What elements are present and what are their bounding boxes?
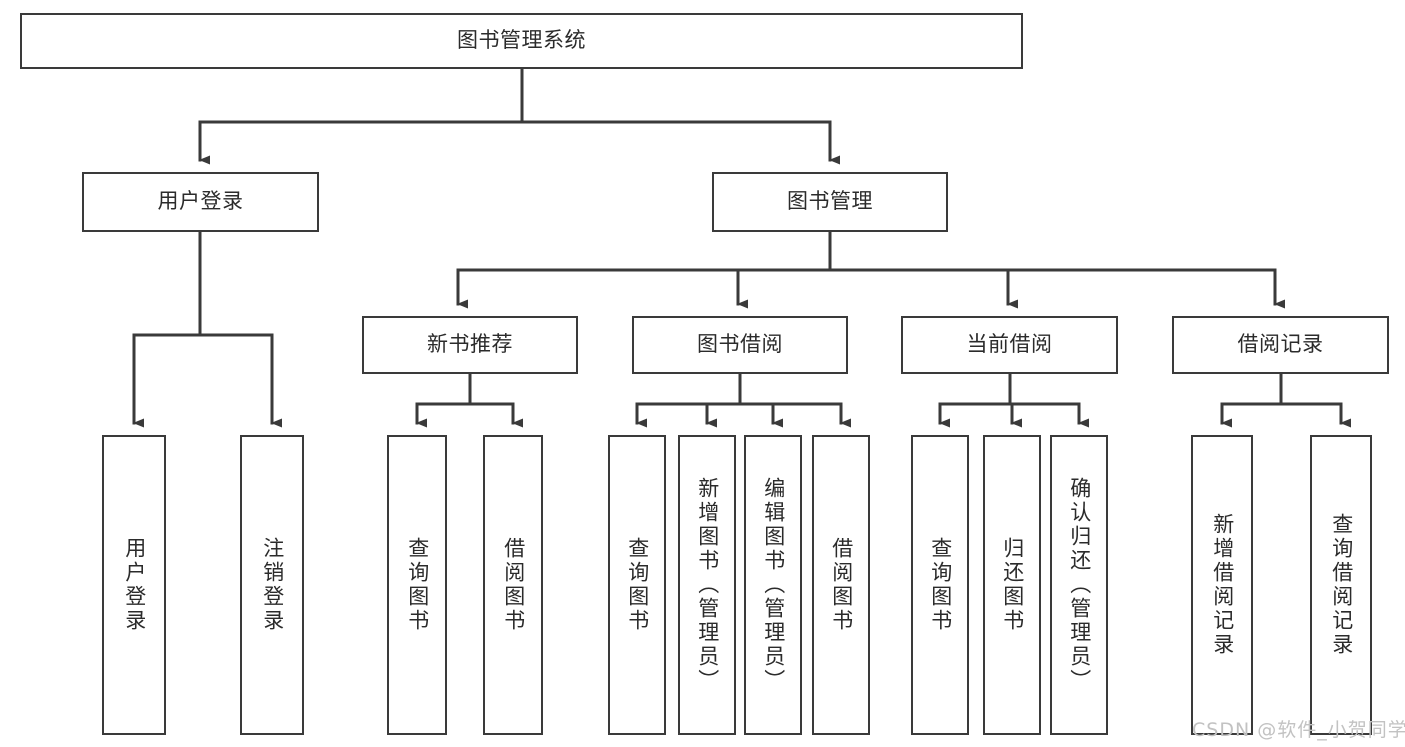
node-book-manage[interactable]: 图书管理 — [712, 172, 948, 232]
node-book-borrow-label: 图书借阅 — [697, 332, 783, 357]
node-leaf-edit-book[interactable]: 编辑图书（管理员） — [744, 435, 802, 735]
node-leaf-return-book-label: 归还图书 — [1000, 537, 1025, 633]
node-leaf-borrow-book-1-label: 借阅图书 — [501, 537, 526, 633]
node-leaf-query-book-2-label: 查询图书 — [625, 537, 650, 633]
node-borrow-record-label: 借阅记录 — [1237, 332, 1324, 357]
node-leaf-add-record[interactable]: 新增借阅记录 — [1191, 435, 1253, 735]
node-leaf-user-login-label: 用户登录 — [122, 537, 147, 633]
node-new-book-recommend[interactable]: 新书推荐 — [362, 316, 578, 374]
node-book-borrow[interactable]: 图书借阅 — [632, 316, 848, 374]
node-root[interactable]: 图书管理系统 — [20, 13, 1023, 69]
node-leaf-query-book-2[interactable]: 查询图书 — [608, 435, 666, 735]
node-leaf-add-record-label: 新增借阅记录 — [1210, 513, 1235, 657]
node-current-borrow-label: 当前借阅 — [966, 332, 1053, 357]
node-leaf-query-book-1[interactable]: 查询图书 — [387, 435, 447, 735]
node-root-label: 图书管理系统 — [457, 28, 586, 53]
node-current-borrow[interactable]: 当前借阅 — [901, 316, 1118, 374]
node-new-book-recommend-label: 新书推荐 — [427, 332, 513, 357]
node-leaf-query-book-3-label: 查询图书 — [928, 537, 953, 633]
node-user-login[interactable]: 用户登录 — [82, 172, 319, 232]
node-leaf-return-book[interactable]: 归还图书 — [983, 435, 1041, 735]
node-leaf-add-book[interactable]: 新增图书（管理员） — [678, 435, 736, 735]
node-leaf-logout[interactable]: 注销登录 — [240, 435, 304, 735]
node-book-manage-label: 图书管理 — [787, 189, 873, 214]
node-user-login-label: 用户登录 — [157, 189, 244, 214]
node-leaf-user-login[interactable]: 用户登录 — [102, 435, 166, 735]
node-leaf-query-record[interactable]: 查询借阅记录 — [1310, 435, 1372, 735]
node-leaf-edit-book-label: 编辑图书（管理员） — [761, 477, 786, 693]
node-leaf-confirm-return[interactable]: 确认归还（管理员） — [1050, 435, 1108, 735]
node-borrow-record[interactable]: 借阅记录 — [1172, 316, 1389, 374]
node-leaf-logout-label: 注销登录 — [260, 537, 285, 633]
node-leaf-borrow-book-2[interactable]: 借阅图书 — [812, 435, 870, 735]
node-leaf-add-book-label: 新增图书（管理员） — [695, 477, 720, 693]
node-leaf-query-book-1-label: 查询图书 — [405, 537, 430, 633]
node-leaf-confirm-return-label: 确认归还（管理员） — [1067, 477, 1092, 693]
node-leaf-query-record-label: 查询借阅记录 — [1329, 513, 1354, 657]
node-leaf-borrow-book-2-label: 借阅图书 — [829, 537, 854, 633]
node-leaf-query-book-3[interactable]: 查询图书 — [911, 435, 969, 735]
node-leaf-borrow-book-1[interactable]: 借阅图书 — [483, 435, 543, 735]
